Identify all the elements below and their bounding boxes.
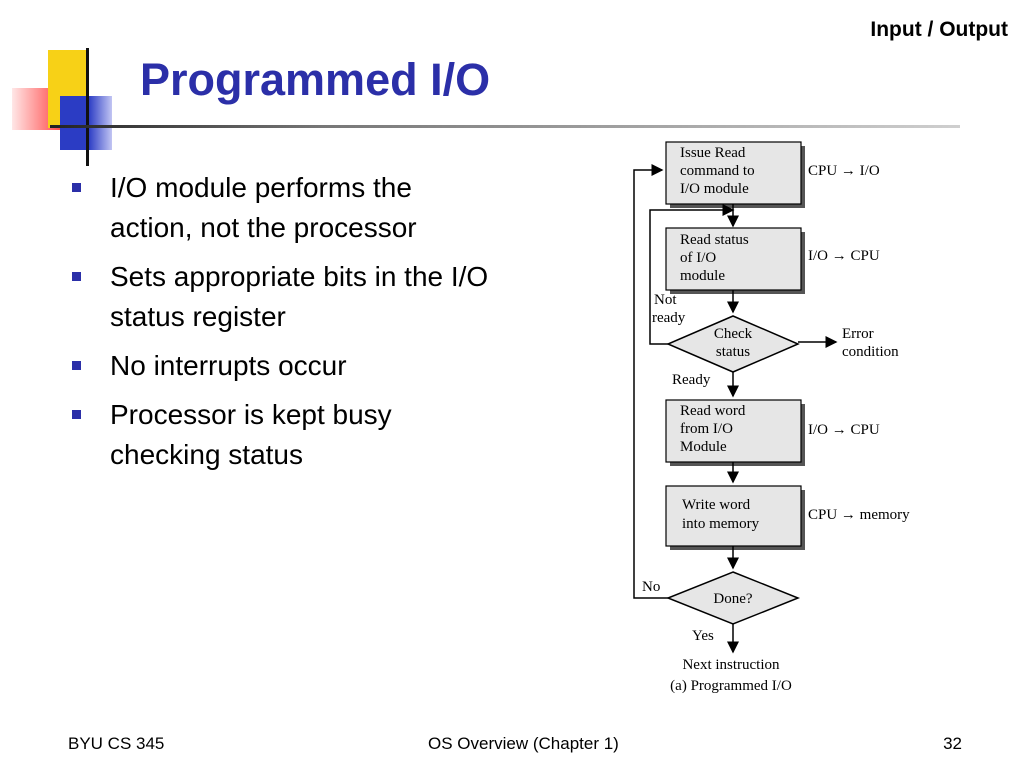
issue-read-command-box: Issue Read command to I/O module — [665, 141, 805, 208]
transfer-label: CPU → I/O — [808, 163, 880, 179]
bullet-text-line: status register — [110, 301, 286, 332]
bullet-text-line: action, not the processor — [110, 212, 417, 243]
bullet-list: I/O module performs the action, not the … — [70, 168, 590, 484]
bullet-item: No interrupts occur — [70, 346, 590, 386]
decision-text: status — [716, 344, 750, 360]
footer-page-number: 32 — [943, 734, 962, 753]
figure-caption: (a) Programmed I/O — [670, 678, 792, 694]
bullet-text-line: No interrupts occur — [110, 350, 347, 381]
box-text: I/O module — [680, 181, 749, 197]
yes-label: Yes — [692, 628, 714, 644]
square-bullet-icon — [72, 272, 81, 281]
error-label: Error — [842, 326, 874, 342]
programmed-io-flowchart: Issue Read command to I/O module CPU → I… — [633, 141, 910, 694]
box-text: command to — [680, 163, 755, 179]
square-bullet-icon — [72, 361, 81, 370]
not-ready-label: ready — [652, 310, 686, 326]
footer-chapter: OS Overview (Chapter 1) — [428, 734, 619, 753]
bullet-item: Processor is kept busy checking status — [70, 395, 590, 475]
box-text: Read status — [680, 232, 749, 248]
read-status-box: Read status of I/O module — [665, 227, 805, 294]
no-label: No — [642, 579, 660, 595]
box-text: Read word — [680, 403, 746, 419]
section-label: Input / Output — [870, 18, 1008, 41]
footer-course: BYU CS 345 — [68, 734, 165, 753]
next-instruction-label: Next instruction — [682, 657, 780, 673]
ready-label: Ready — [672, 372, 711, 388]
box-text: of I/O — [680, 250, 716, 266]
transfer-label: I/O → CPU — [808, 422, 880, 438]
box-text: module — [680, 268, 725, 284]
bullet-text-line: Processor is kept busy — [110, 399, 392, 430]
slide-title: Programmed I/O — [140, 54, 491, 105]
bullet-text-line: Sets appropriate bits in the I/O — [110, 261, 489, 292]
read-word-box: Read word from I/O Module — [665, 399, 805, 466]
not-ready-loop-arrow — [649, 204, 735, 345]
box-text: into memory — [682, 516, 760, 532]
square-bullet-icon — [72, 410, 81, 419]
bullet-text-line: checking status — [110, 439, 303, 470]
bullet-item: I/O module performs the action, not the … — [70, 168, 590, 248]
bullet-text-line: I/O module performs the — [110, 172, 412, 203]
error-label: condition — [842, 344, 899, 360]
title-underline — [50, 125, 960, 128]
decor-vertical-line — [86, 48, 89, 166]
square-bullet-icon — [72, 183, 81, 192]
box-text: Write word — [682, 497, 751, 513]
decision-text: Check — [714, 326, 753, 342]
check-status-decision: Check status — [666, 315, 800, 373]
box-text: Issue Read — [680, 145, 746, 161]
box-text: from I/O — [680, 421, 733, 437]
transfer-label: I/O → CPU — [808, 248, 880, 264]
transfer-label: CPU → memory — [808, 507, 910, 523]
done-decision: Done? — [665, 571, 801, 625]
no-loop-arrow — [633, 164, 668, 599]
bullet-item: Sets appropriate bits in the I/O status … — [70, 257, 590, 337]
decision-text: Done? — [713, 591, 752, 607]
write-word-box: Write word into memory — [665, 485, 805, 550]
not-ready-label: Not — [654, 292, 677, 308]
box-text: Module — [680, 439, 727, 455]
